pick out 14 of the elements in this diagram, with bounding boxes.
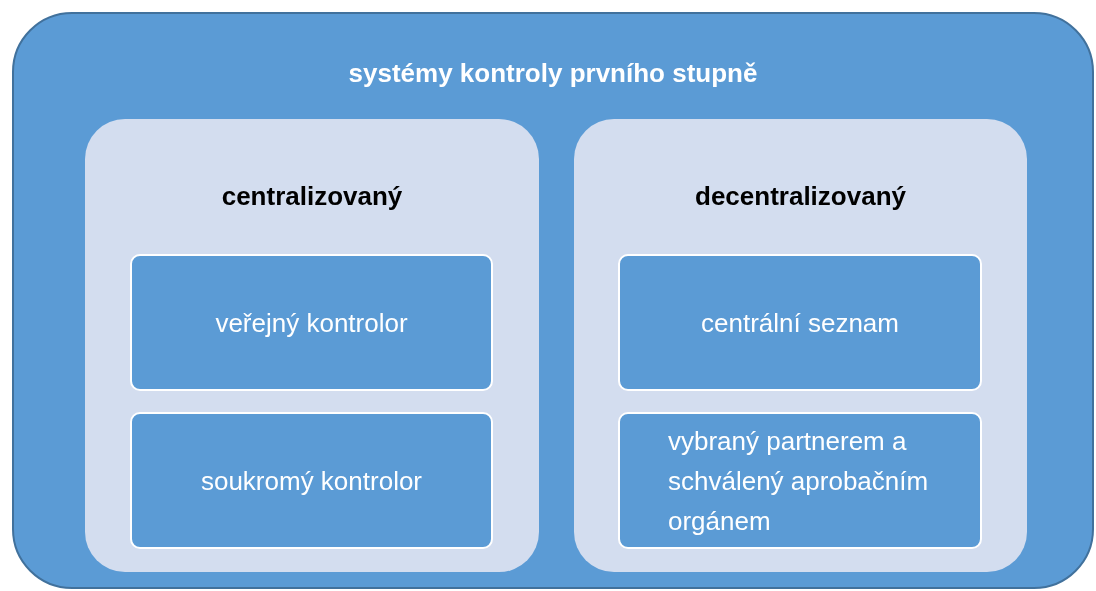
outer-panel bbox=[12, 12, 1094, 589]
item-box bbox=[618, 254, 982, 391]
box-text: centrální seznam bbox=[700, 306, 900, 340]
item-box bbox=[130, 254, 493, 391]
item-box bbox=[130, 412, 493, 549]
panel-title: systémy kontroly prvního stupně bbox=[347, 57, 759, 90]
box-text: veřejný kontrolor bbox=[214, 306, 409, 340]
group-heading: decentralizovaný bbox=[694, 180, 907, 213]
group-heading: centralizovaný bbox=[220, 180, 404, 213]
group-panel bbox=[85, 119, 539, 572]
box-text: vybraný partnerem a schválený aprobačním orgánem bbox=[667, 424, 930, 538]
group-panel bbox=[574, 119, 1027, 572]
box-text: soukromý kontrolor bbox=[199, 464, 424, 498]
item-box bbox=[618, 412, 982, 549]
